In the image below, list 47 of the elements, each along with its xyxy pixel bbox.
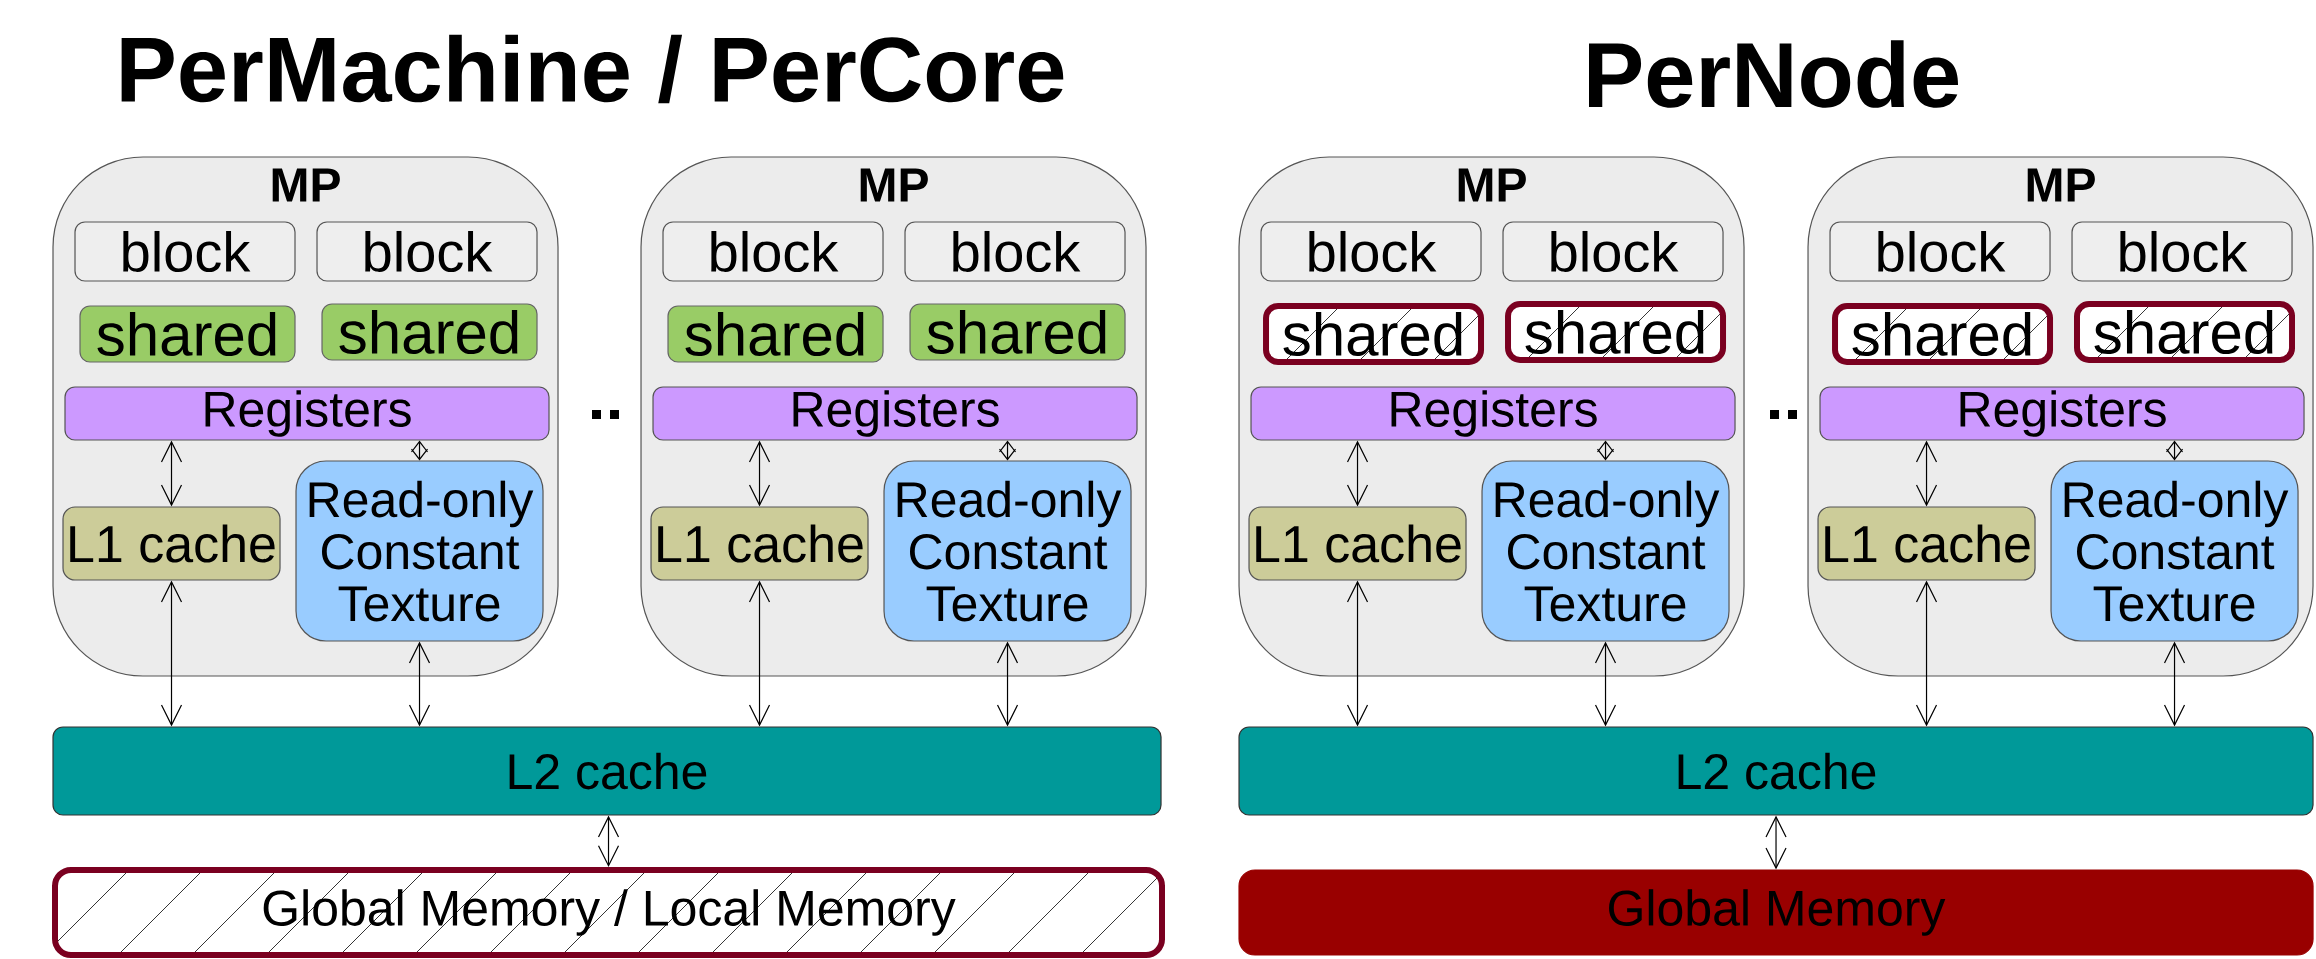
arrow — [2163, 641, 2186, 727]
panel-title: PerMachine / PerCore — [121, 34, 1064, 104]
arrow — [1346, 580, 1369, 727]
shared-memory-box: shared — [321, 303, 538, 361]
arrow — [998, 440, 1017, 461]
registers-box: Registers — [652, 386, 1138, 441]
global-memory-bar: Global Memory — [1238, 869, 2314, 956]
arrow — [1346, 440, 1369, 507]
read-only-cache-box: Read-only Constant Texture — [295, 460, 544, 642]
arrow — [1915, 440, 1938, 507]
read-only-cache-box: Read-only Constant Texture — [883, 460, 1132, 642]
arrow — [748, 440, 771, 507]
block-box: block — [904, 221, 1126, 282]
shared-memory-box: shared — [909, 303, 1126, 361]
shared-memory-box: shared — [79, 305, 296, 363]
arrow — [410, 440, 429, 461]
block-box: block — [2071, 221, 2293, 282]
arrow — [2165, 440, 2184, 461]
arrow — [408, 641, 431, 727]
arrow — [996, 641, 1019, 727]
arrow — [160, 580, 183, 727]
arrow — [1765, 815, 1787, 870]
arrow — [1596, 440, 1615, 461]
registers-box: Registers — [1250, 386, 1736, 441]
shared-memory-box: shared — [667, 305, 884, 363]
arrow — [1915, 580, 1938, 727]
arrow — [1594, 641, 1617, 727]
arrow — [160, 440, 183, 507]
block-box: block — [1260, 221, 1482, 282]
block-box: block — [662, 221, 884, 282]
registers-box: Registers — [1819, 386, 2305, 441]
l2-cache-bar: L2 cache — [1238, 726, 2314, 816]
read-only-cache-box: Read-only Constant Texture — [1481, 460, 1730, 642]
block-box: block — [316, 221, 538, 282]
arrow — [748, 580, 771, 727]
l1-cache-box: L1 cache — [1817, 506, 2036, 581]
read-only-cache-box: Read-only Constant Texture — [2050, 460, 2299, 642]
block-box: block — [74, 221, 296, 282]
l1-cache-box: L1 cache — [1248, 506, 1467, 581]
block-box: block — [1502, 221, 1724, 282]
l1-cache-box: L1 cache — [62, 506, 281, 581]
arrow — [597, 815, 620, 867]
registers-box: Registers — [64, 386, 550, 441]
block-box: block — [1829, 221, 2051, 282]
l1-cache-box: L1 cache — [650, 506, 869, 581]
panel-title: PerNode — [1589, 40, 1959, 108]
l2-cache-bar: L2 cache — [52, 726, 1162, 816]
